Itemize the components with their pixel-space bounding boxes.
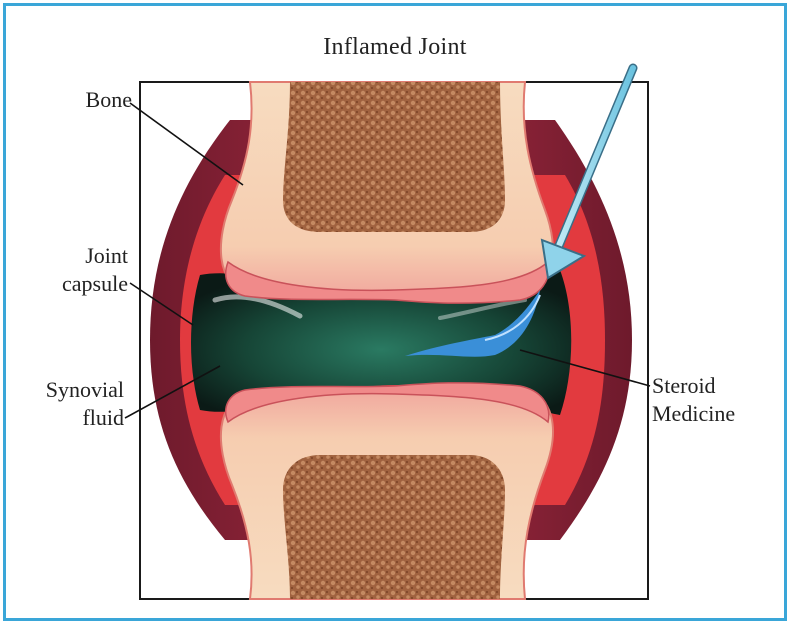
label-bone: Bone <box>36 86 132 114</box>
label-synovial-fluid-line1: Synovial <box>14 376 124 404</box>
label-synovial-fluid-line2: fluid <box>14 404 124 432</box>
label-steroid-medicine: Steroid Medicine <box>652 372 772 428</box>
label-synovial-fluid: Synovial fluid <box>14 376 124 432</box>
lower-bone-marrow <box>283 455 505 599</box>
label-joint-capsule: Joint capsule <box>20 242 128 298</box>
label-joint-capsule-line1: Joint <box>20 242 128 270</box>
upper-bone-marrow <box>283 82 505 232</box>
label-steroid-line1: Steroid <box>652 372 772 400</box>
label-steroid-line2: Medicine <box>652 400 772 428</box>
label-joint-capsule-line2: capsule <box>20 270 128 298</box>
